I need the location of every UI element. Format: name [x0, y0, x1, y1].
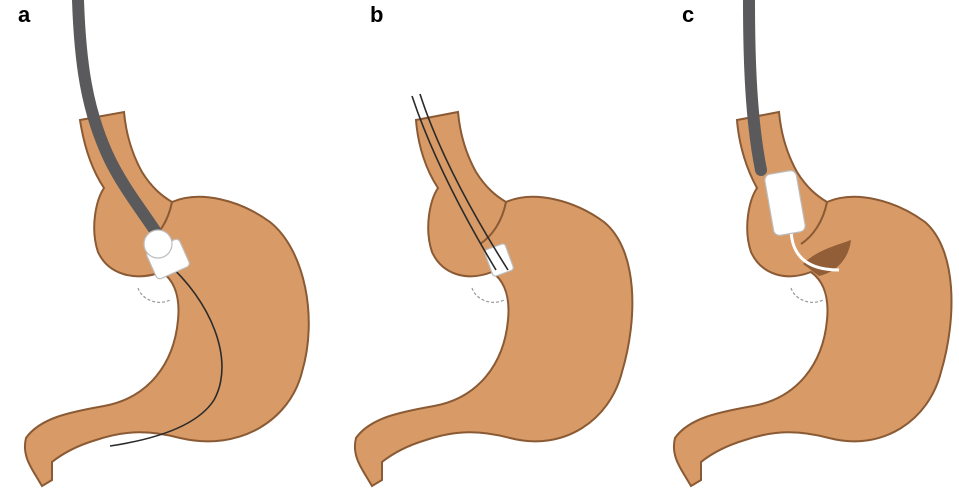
panel-a: a	[0, 0, 320, 502]
stomach-a	[25, 112, 309, 486]
stomach-c	[674, 112, 952, 486]
panel-b: b	[320, 0, 640, 502]
gastroesophageal-junction	[138, 288, 170, 302]
stomach-illustration-c	[639, 0, 959, 502]
stomach-body	[355, 112, 632, 486]
stomach-b	[355, 112, 632, 486]
gastroesophageal-junction	[472, 288, 504, 302]
stomach-body	[674, 112, 952, 486]
gastroesophageal-junction	[791, 288, 823, 302]
stomach-body	[25, 112, 309, 486]
endoscope	[749, 0, 761, 170]
stomach-illustration-a	[0, 0, 320, 502]
panel-c: c	[639, 0, 959, 502]
stomach-illustration-b	[320, 0, 640, 502]
endoscope-cap	[144, 230, 172, 258]
